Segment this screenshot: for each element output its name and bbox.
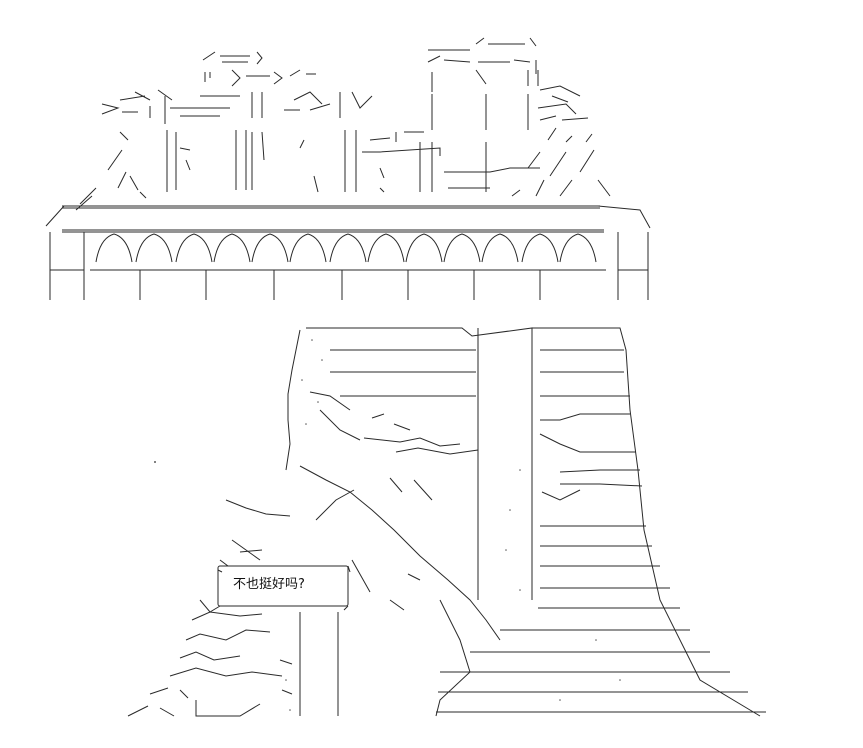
left-figure	[127, 499, 339, 717]
character-figure	[285, 327, 766, 717]
texture-dots	[154, 339, 621, 711]
signboard-lettering	[79, 37, 611, 205]
speech-bubble	[217, 559, 351, 611]
counter-bar	[45, 195, 651, 300]
speech-bubble-text: 不也挺好吗?	[233, 577, 305, 592]
drape-scallops	[95, 233, 597, 263]
